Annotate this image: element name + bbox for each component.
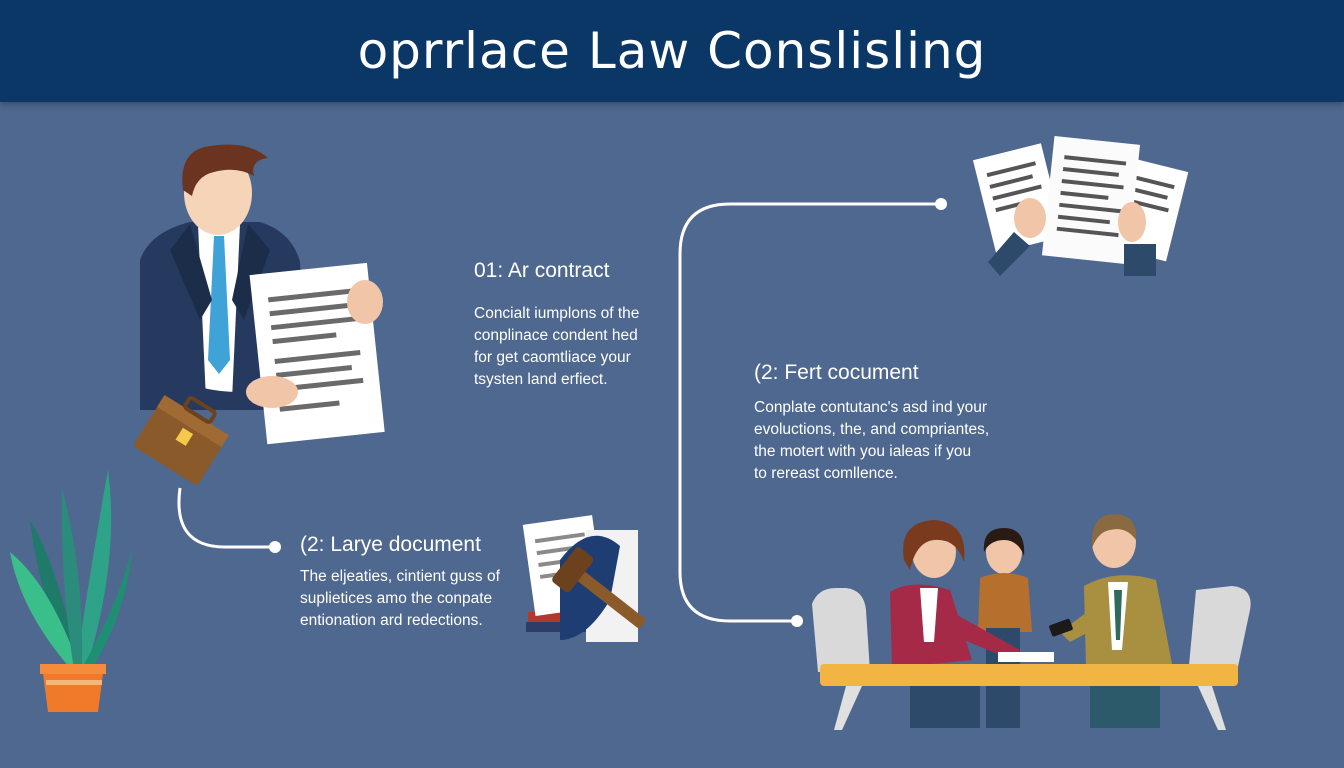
step-1-line: tsysten land erfiect. [474,371,608,388]
step-2-title: (2: Larye document [300,533,481,556]
connector-dot-bottom [791,615,803,627]
step-3-line: evoluctions, the, and compriantes, [754,421,990,438]
connector-step-2 [177,487,273,549]
page-title: oprrlace Law Conslisling [357,22,987,80]
step-3-line: to rereast comllence. [754,465,898,482]
step-1-title: 01: Ar contract [474,259,610,282]
step-2-line: suplietices amo the conpate [300,590,493,607]
step-1-line: conplinace condent hed [474,327,638,344]
step-3-line: Conplate contutanc's asd ind your [754,399,988,416]
connector-dot-step-2 [269,541,281,553]
step-3-description: Conplate contutanc's asd ind your evoluc… [754,397,1034,485]
step-3-line: the motert with you ialeas if you [754,443,972,460]
step-3-title: (2: Fert cocument [754,361,919,384]
step-2-description: The eljeaties, cintient guss of suplieti… [300,566,530,632]
step-2-line: The eljeaties, cintient guss of [300,568,500,585]
step-1-line: for get caomtliace your [474,349,631,366]
step-1-line: Concialt iumplons of the [474,305,640,322]
step-2-line: entionation ard redections. [300,612,483,629]
connector-step-3 [678,202,940,623]
step-1-description: Concialt iumplons of the conplinace cond… [474,303,774,391]
connector-dot-top [935,198,947,210]
header-bar: oprrlace Law Conslisling [0,0,1344,102]
